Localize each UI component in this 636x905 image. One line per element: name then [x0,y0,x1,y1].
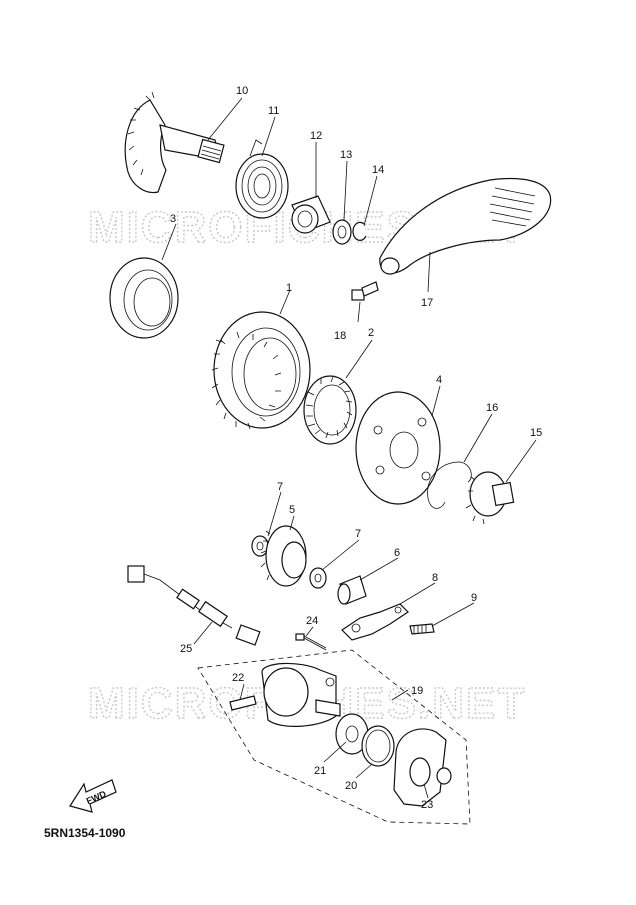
label-4: 4 [436,374,442,386]
label-3: 3 [170,213,176,225]
label-12: 12 [310,130,322,142]
part-17-kick-lever [379,177,552,275]
part-11-spring [235,139,289,219]
label-16: 16 [486,402,498,414]
part-5-idler-gear [260,525,307,587]
part-10-kick-gear [124,91,225,194]
assembly-boundary-19 [197,649,471,825]
starter-motor [261,662,341,727]
label-24: 24 [306,615,318,627]
part-7-washer-b [309,567,327,589]
part-13-washer [332,219,352,245]
part-8-bracket [341,603,409,641]
part-23-end-cover [393,728,452,807]
diagram-code: 5RN1354-1090 [44,826,126,840]
part-16-circlip [427,461,472,509]
label-9: 9 [471,592,477,604]
label-11: 11 [268,105,279,117]
label-2: 2 [368,327,374,339]
part-6-shaft [337,575,367,605]
label-19: 19 [411,685,423,697]
label-8: 8 [432,572,438,584]
label-18: 18 [334,330,346,342]
part-9-bolt [409,623,435,635]
label-23: 23 [421,799,433,811]
label-10: 10 [236,85,248,97]
label-14: 14 [372,164,384,176]
part-22-screw [229,695,257,711]
label-1: 1 [286,282,292,294]
part-20-oring [361,725,395,767]
label-13: 13 [340,149,352,161]
label-7b: 7 [355,528,361,540]
label-17: 17 [421,297,433,309]
part-2-bearing [303,375,357,445]
label-20: 20 [345,780,357,792]
label-22: 22 [232,672,244,684]
part-25-wire [127,565,261,646]
label-25: 25 [180,643,192,655]
part-24-screw [295,633,327,651]
part-3-seal [109,257,179,339]
part-4-plate [355,391,441,505]
label-7a: 7 [277,481,283,493]
label-15: 15 [530,427,542,439]
part-15-pinion [465,471,515,525]
label-21: 21 [314,765,326,777]
forward-direction-arrow: FWD [69,779,117,813]
label-6: 6 [394,547,400,559]
part-number-labels: 1 2 3 4 5 6 7 7 8 9 10 11 12 13 14 15 16… [170,85,542,811]
part-18-bolt [351,281,379,301]
part-12-bushing [291,195,331,234]
part-14-clip [352,221,367,241]
label-5: 5 [289,504,295,516]
leader-lines [161,97,537,799]
part-1-starter-clutch [211,311,311,430]
